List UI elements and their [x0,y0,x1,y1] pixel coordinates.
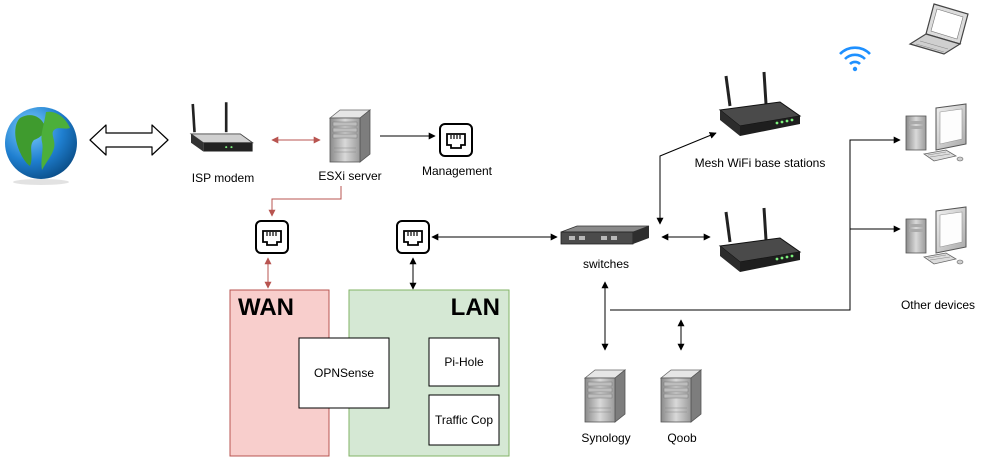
server-icon [660,369,702,423]
wan-label: WAN [238,294,294,321]
network-switch-icon [560,225,650,245]
ethernet-port-icon [255,220,289,254]
mesh-wifi-label: Mesh WiFi base stations [695,156,826,170]
other-devices-label: Other devices [901,298,975,312]
esxi-wan-port-link [268,186,342,217]
ethernet-port-icon [439,123,473,157]
server-icon [329,109,371,163]
synology-label: Synology [581,431,630,445]
router-icon [718,70,802,138]
server-icon [584,369,626,423]
wifi-icon [839,46,871,72]
desktop-computer-icon [905,206,967,265]
pihole-label: Pi-Hole [444,355,484,369]
laptop-icon [908,3,969,55]
traffic-cop-label: Traffic Cop [435,413,493,427]
switch-other-devices-link [610,136,901,311]
internet-link-arrow [89,124,169,156]
router-icon [189,102,254,152]
opnsense-box [298,337,390,409]
qoob-label: Qoob [667,431,697,445]
switch-mesh-upper-link [656,132,717,225]
desktop-computer-icon [905,103,967,162]
globe-icon [5,107,77,185]
ethernet-port-icon [396,220,430,254]
switches-label: switches [583,257,629,271]
lan-label: LAN [451,294,500,321]
management-label: Management [422,164,493,178]
traffic-cop-box [428,394,500,446]
opnsense-label: OPNSense [314,366,374,380]
pihole-box [428,337,500,387]
isp-modem-label: ISP modem [192,171,254,185]
router-icon [718,206,802,274]
esxi-server-label: ESXi server [318,169,381,183]
